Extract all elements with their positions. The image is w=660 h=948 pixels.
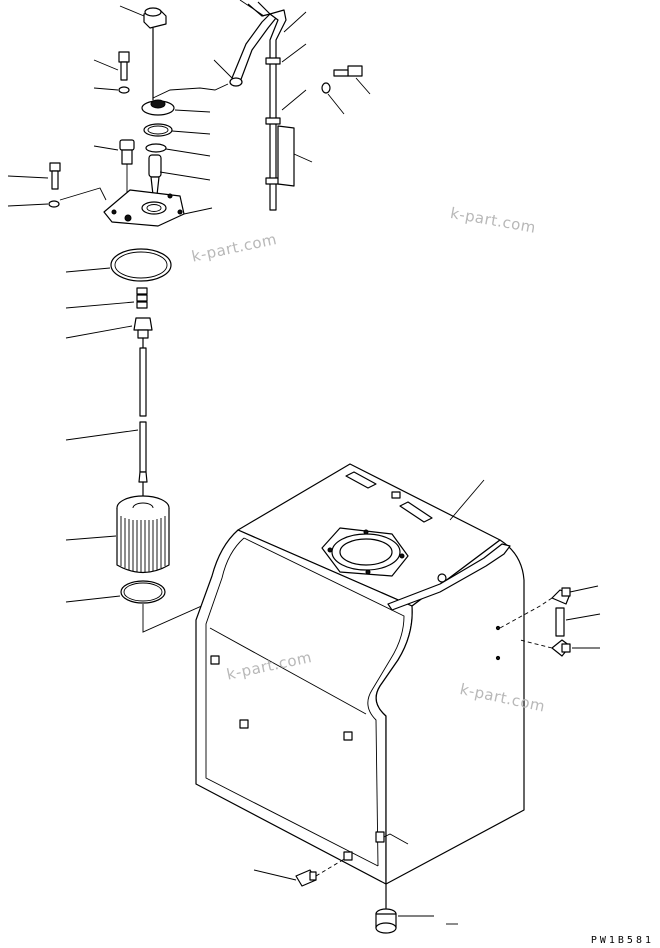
assembly-guide-line — [499, 597, 553, 649]
strainer-rod — [138, 337, 148, 497]
bolt-right — [333, 65, 363, 77]
hydraulic-tank — [195, 463, 525, 885]
leader-line — [93, 87, 119, 91]
leader-line — [65, 267, 111, 273]
leader-line — [93, 59, 119, 71]
leader-line — [449, 479, 485, 521]
spring — [136, 287, 148, 309]
leader-line — [65, 429, 139, 441]
leader-line — [93, 145, 119, 151]
nut-fitting — [133, 317, 153, 339]
o-ring-small — [143, 123, 211, 137]
leader-line — [283, 11, 307, 33]
breather-hose — [229, 1, 277, 87]
elbow-fitting-upper — [551, 587, 571, 605]
leader-line — [7, 175, 49, 179]
bolt-left — [49, 162, 61, 190]
filter-element — [116, 495, 170, 574]
strainer-cap-flange — [141, 99, 211, 116]
leader-line — [65, 301, 135, 309]
leader-line — [293, 153, 313, 163]
leader-line — [239, 0, 265, 17]
snap-ring — [145, 143, 211, 157]
leader-line — [281, 89, 307, 111]
drain-plug-left — [295, 869, 317, 887]
leader-line — [7, 203, 49, 207]
leader-line — [119, 5, 145, 17]
leader-line — [281, 43, 307, 63]
leader-line — [65, 325, 133, 339]
leader-line — [213, 59, 233, 79]
breather-cap — [143, 7, 167, 101]
drain-plug-bottom — [375, 908, 397, 934]
leader-line — [569, 585, 599, 593]
leader-line — [253, 869, 297, 881]
leader-line — [65, 595, 121, 603]
washer-small — [118, 86, 130, 94]
o-ring-bottom — [120, 580, 166, 604]
leader-line — [355, 77, 371, 95]
leader-line — [327, 93, 345, 115]
bolt-small — [118, 51, 130, 81]
drawing-code: PW1B581 — [590, 935, 654, 946]
tank-cover-plate — [103, 189, 213, 227]
leader-line — [65, 535, 117, 541]
washer-left — [48, 200, 60, 208]
leader-line — [565, 613, 601, 621]
pipe-fitting — [555, 607, 565, 637]
assembly-guide-line — [315, 857, 347, 877]
o-ring-large — [110, 248, 172, 282]
assembly-guide-line — [59, 187, 107, 201]
washer-right — [321, 82, 331, 94]
strainer-element-small — [148, 154, 211, 196]
assembly-guide-line — [152, 83, 229, 99]
elbow-fitting-lower — [551, 639, 571, 657]
level-gauge-pipe — [265, 9, 295, 211]
